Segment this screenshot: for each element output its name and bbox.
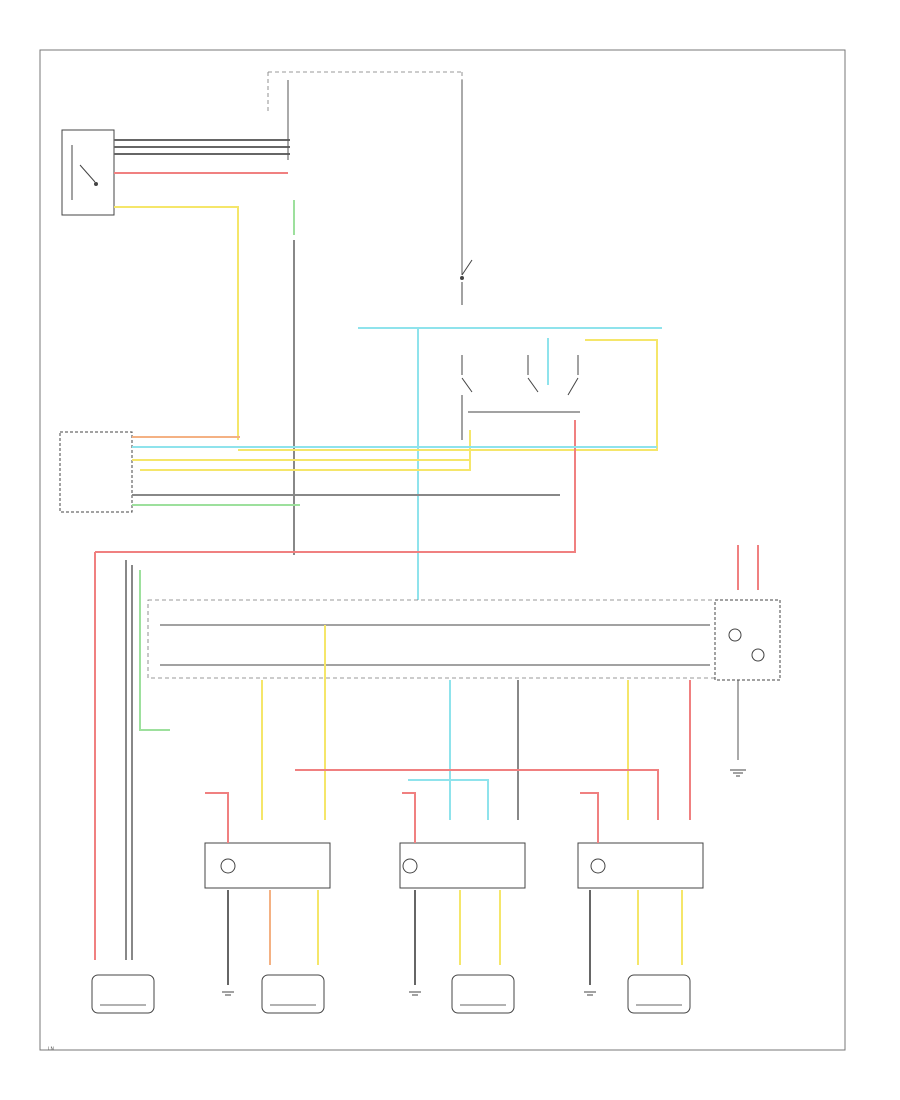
wire-red-feed-1 <box>205 792 229 843</box>
motor-icon-left-rear <box>451 974 515 1014</box>
ground-icon-motor-3 <box>584 991 596 996</box>
switch-box-left <box>204 842 331 889</box>
wire-cyan-motor-bus <box>408 779 489 820</box>
switch-box-right <box>577 842 704 889</box>
wire-yellow-long <box>140 430 471 471</box>
wire-red-feed-2 <box>402 792 416 843</box>
footer-code: LN <box>48 1046 54 1052</box>
lamp-assembly <box>714 599 781 681</box>
accessory-relay-switch-icon <box>460 259 473 305</box>
ground-icon-motor-2 <box>409 991 421 996</box>
lamp-icon-2 <box>751 648 765 662</box>
motor-icon-right-rear <box>627 974 691 1014</box>
wire-red-motor-bus <box>295 769 659 820</box>
wire-red-feed-3 <box>580 792 599 843</box>
master-switch-contacts <box>160 624 710 666</box>
battery-saver-relay <box>61 129 115 216</box>
wire-yellow-right <box>238 339 658 451</box>
ground-icon-motor-1 <box>222 991 234 996</box>
wire-red-right <box>95 420 576 553</box>
relay-switch-icon <box>71 145 98 200</box>
ground-icon <box>730 769 746 777</box>
motor-icon-left-front <box>91 974 155 1014</box>
master-window-switch <box>147 599 719 679</box>
wire-yellow-relay <box>114 206 239 440</box>
lamp-icon <box>728 628 742 642</box>
door-switch-icon <box>461 355 580 440</box>
wire-green-left-vertical <box>139 570 170 731</box>
control-module <box>59 431 133 513</box>
fuse-panel-outline <box>267 71 463 112</box>
motor-icon-right-front <box>261 974 325 1014</box>
diagram-border <box>39 49 846 1051</box>
switch-box-center <box>399 842 526 889</box>
